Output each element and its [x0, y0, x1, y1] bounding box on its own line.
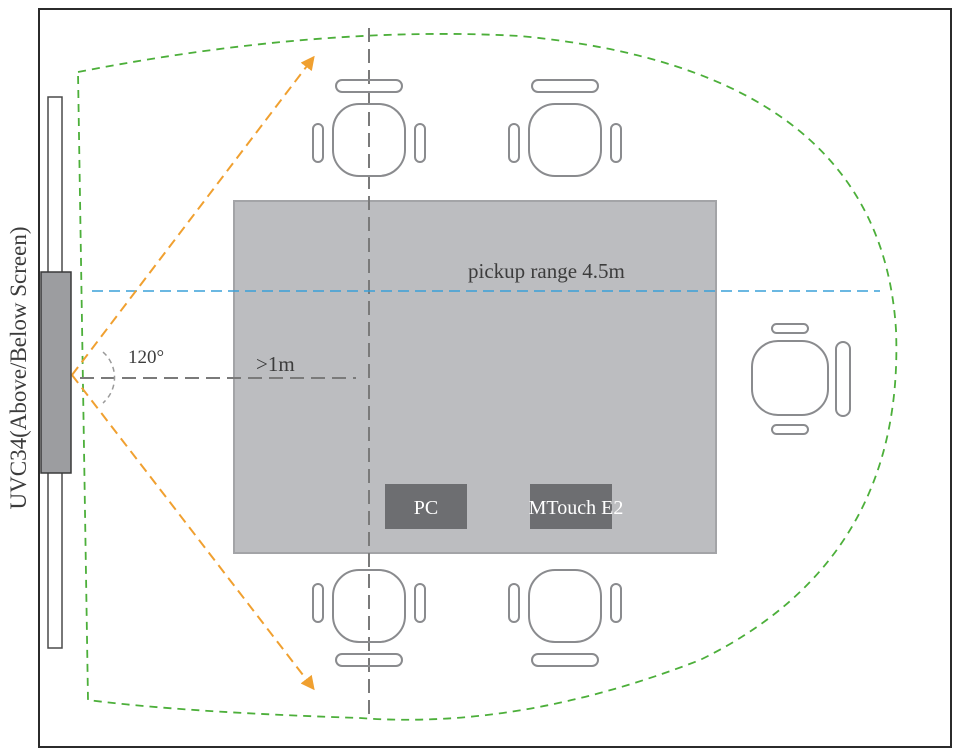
mtouch-box	[530, 484, 612, 529]
room-outline	[38, 8, 952, 748]
angle-label: 120°	[128, 347, 164, 368]
mtouch-label: MTouch E2	[529, 497, 624, 519]
fov-arrow-upper	[71, 55, 315, 376]
chair-icon	[751, 323, 851, 435]
coverage-area	[77, 33, 898, 721]
distance-label: >1m	[256, 352, 295, 376]
angle-arc	[102, 351, 116, 404]
chair-icon	[508, 569, 622, 667]
conference-table	[233, 200, 717, 554]
pickup-range-label: pickup range 4.5m	[468, 259, 625, 283]
chair-icon	[508, 79, 622, 177]
pc-label: PC	[414, 497, 438, 519]
fov-arrow-lower	[71, 374, 315, 691]
camera-device	[40, 271, 72, 474]
device-label: UVC34(Above/Below Screen)	[6, 227, 31, 510]
pc-box	[385, 484, 467, 529]
